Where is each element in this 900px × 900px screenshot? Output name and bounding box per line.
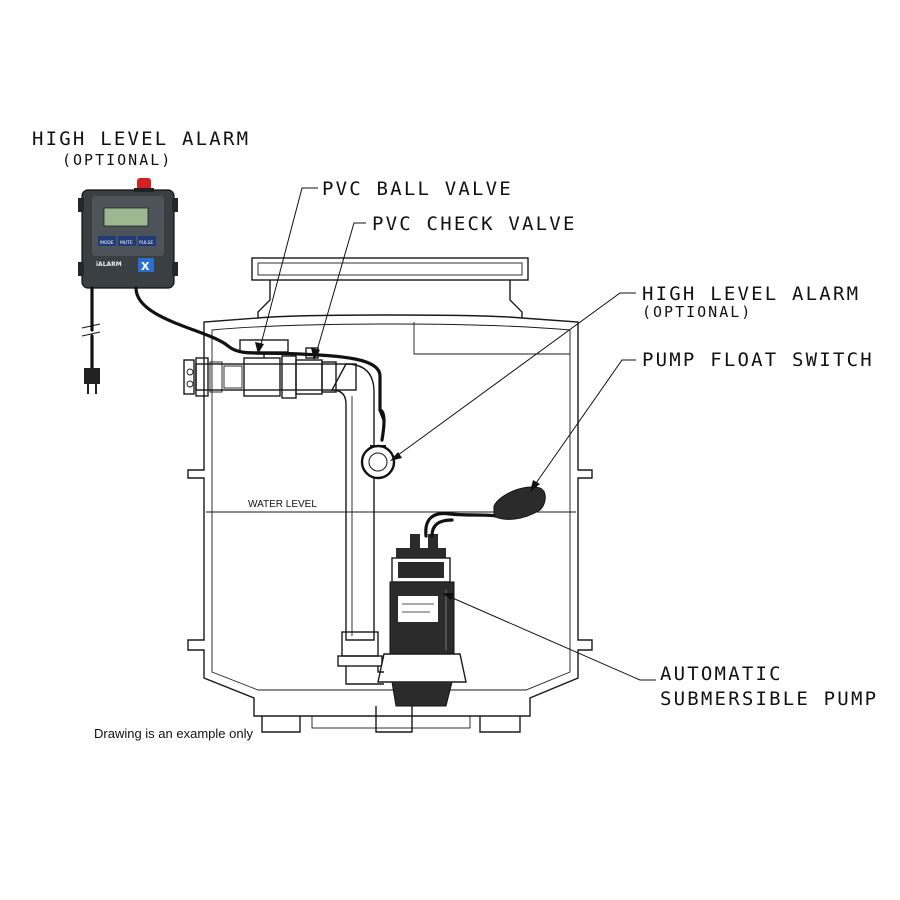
tank-wall xyxy=(187,314,593,717)
plug-icon xyxy=(84,368,100,384)
svg-text:MUTE: MUTE xyxy=(120,240,133,246)
water-level-label: WATER LEVEL xyxy=(248,499,317,510)
alarm-mute-button xyxy=(118,236,136,246)
svg-text:X: X xyxy=(141,260,150,273)
disclaimer-note: Drawing is an example only xyxy=(94,726,253,741)
label-pump-line2: SUBMERSIBLE PUMP xyxy=(660,688,878,710)
label-alarm-float-line1: HIGH LEVEL ALARM xyxy=(642,283,860,305)
label-pump-float: PUMP FLOAT SWITCH xyxy=(642,349,874,371)
power-cord xyxy=(81,286,101,394)
ball-valve xyxy=(239,339,297,399)
submersible-pump xyxy=(345,534,467,707)
alarm-brand: iALARM xyxy=(96,261,122,268)
label-check-valve: PVC CHECK VALVE xyxy=(372,213,577,235)
label-alarm-panel-line2: (OPTIONAL) xyxy=(62,151,172,169)
alarm-cable xyxy=(134,286,386,422)
alarm-badge-icon xyxy=(138,258,154,272)
label-alarm-float-line2: (OPTIONAL) xyxy=(642,303,752,321)
leader-lines xyxy=(255,187,656,681)
pump-float-switch xyxy=(424,486,546,538)
svg-text:PULSE: PULSE xyxy=(139,240,153,246)
tank-lid xyxy=(251,257,529,281)
label-pump-line1: AUTOMATIC xyxy=(660,663,783,685)
alarm-pulse-button xyxy=(138,236,156,246)
alarm-mode-button xyxy=(98,236,116,246)
label-alarm-panel-line1: HIGH LEVEL ALARM xyxy=(32,128,250,150)
alarm-screen xyxy=(103,207,149,227)
discharge-pipe xyxy=(183,357,383,667)
svg-text:MODE: MODE xyxy=(100,240,114,246)
alarm-panel: MODE MUTE PULSE iALARM X xyxy=(78,178,178,289)
alarm-beacon-icon xyxy=(137,178,151,190)
high-level-float xyxy=(360,444,396,480)
label-ball-valve: PVC BALL VALVE xyxy=(322,178,513,200)
